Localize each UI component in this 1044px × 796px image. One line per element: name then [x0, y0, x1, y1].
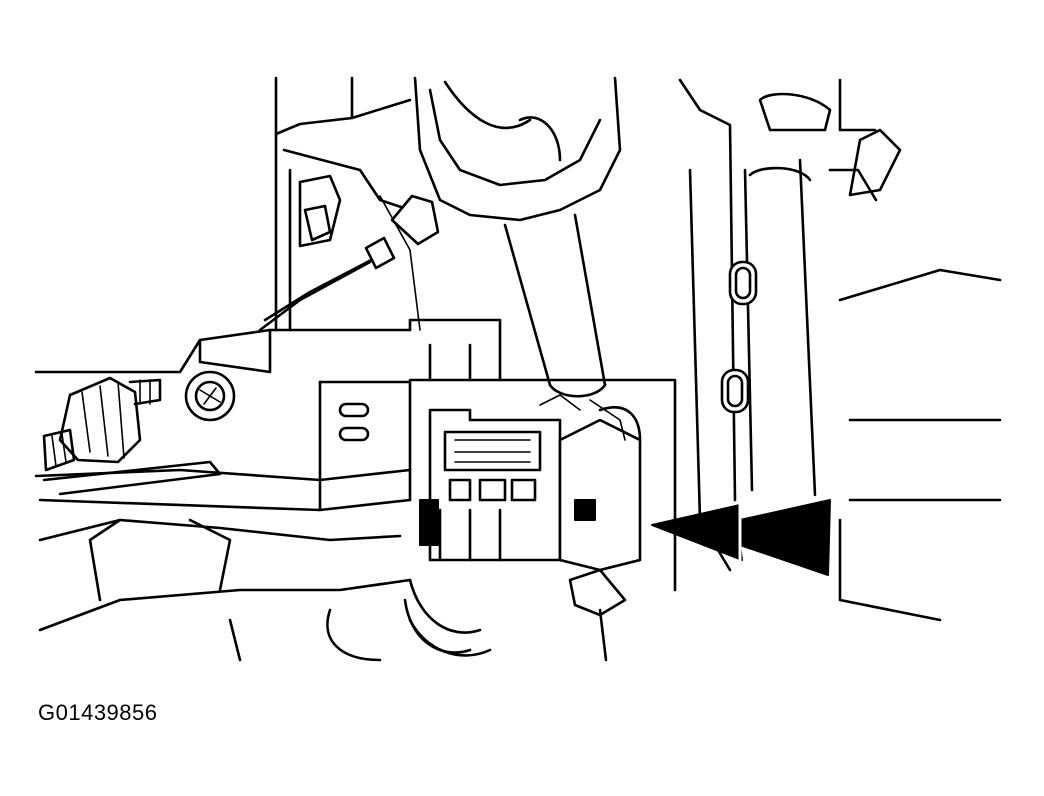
- ground-wire: [258, 194, 440, 332]
- figure-id-label: G01439856: [38, 700, 158, 725]
- pointer-arrow: [651, 499, 831, 576]
- bolt-and-nut: [42, 376, 162, 472]
- steering-wheel-connector: [408, 318, 677, 592]
- steering-column-boot: [413, 76, 622, 398]
- upper-bracket: [274, 76, 421, 332]
- mounting-plate: [34, 328, 412, 512]
- lower-harness: [38, 518, 627, 662]
- right-panel: [678, 78, 1002, 622]
